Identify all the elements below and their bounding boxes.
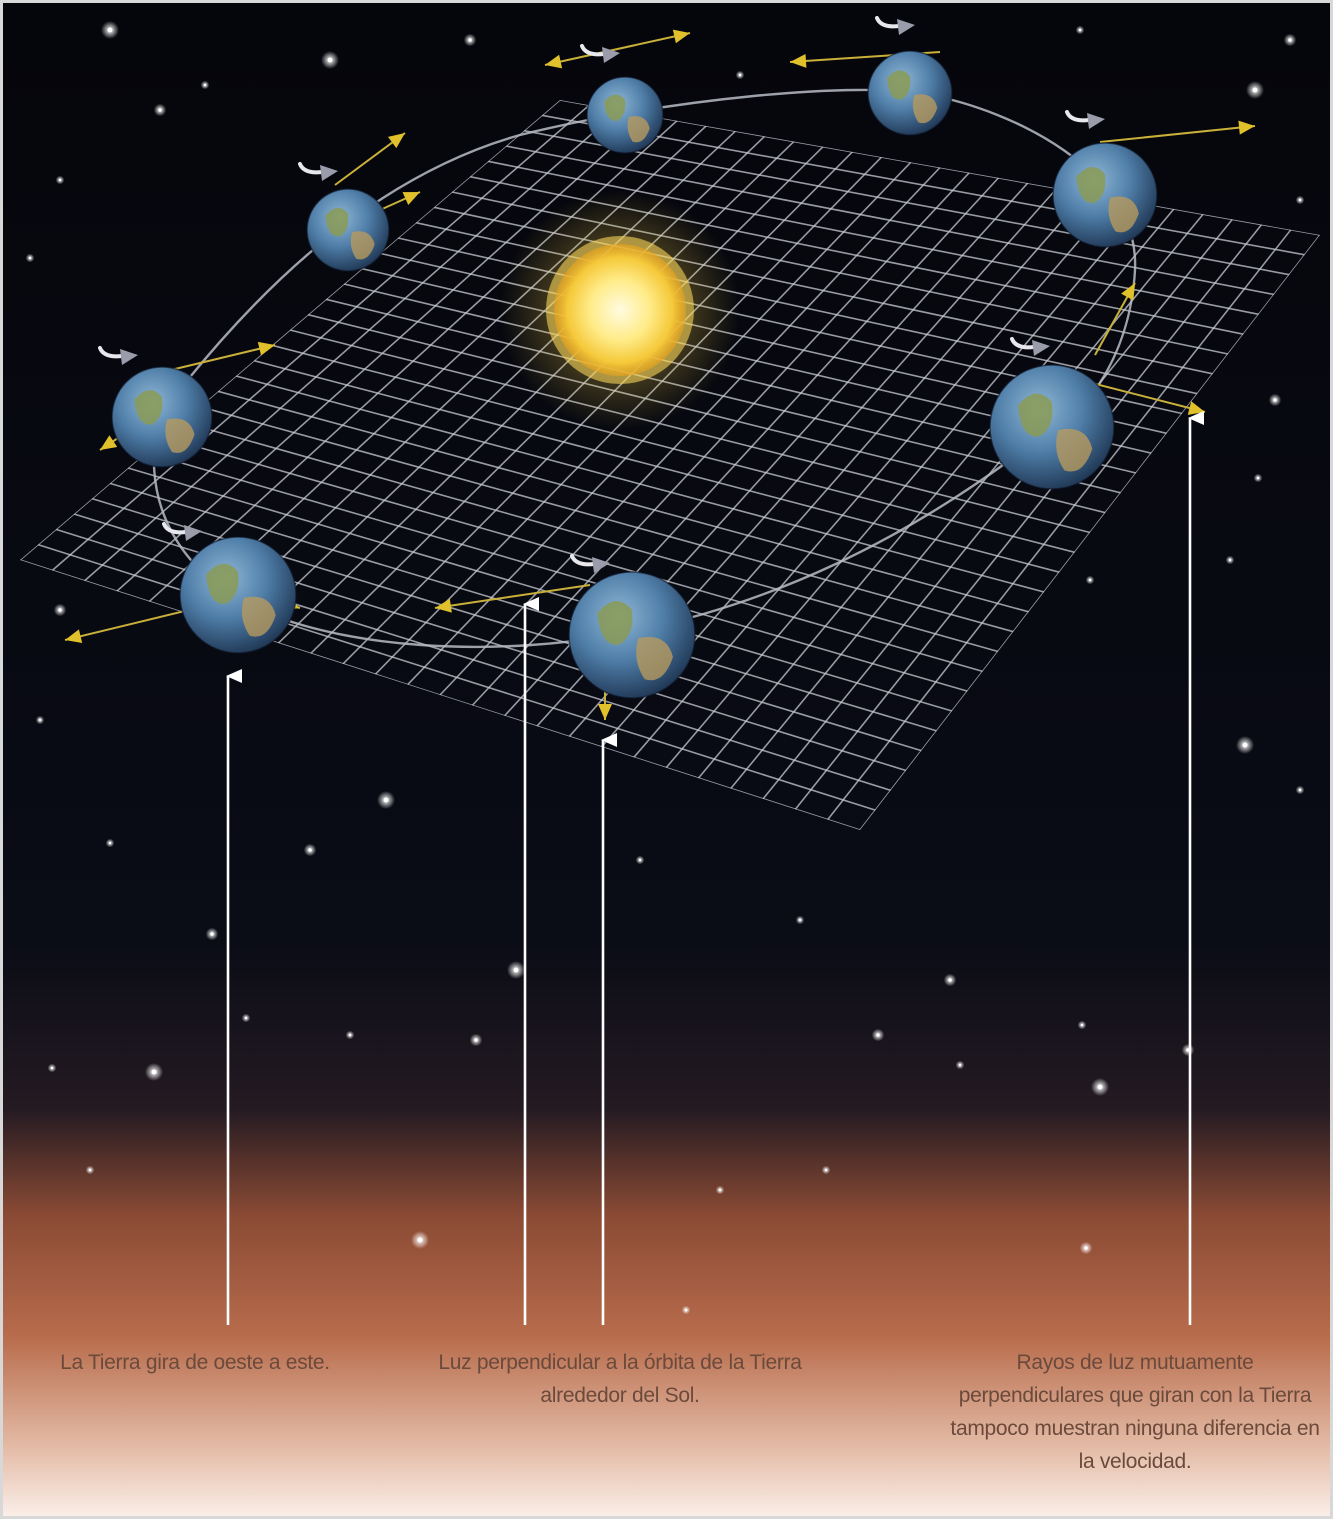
grid-line: [730, 213, 1204, 789]
grid-line: [84, 109, 619, 582]
rotation-arrows: [98, 16, 1105, 573]
grid-line: [20, 100, 561, 561]
rotation-arrow-icon: [298, 162, 338, 181]
star: [1288, 38, 1292, 42]
star: [1228, 558, 1232, 562]
star: [1256, 476, 1260, 480]
star: [158, 108, 162, 112]
star: [107, 27, 113, 33]
star: [958, 1063, 962, 1067]
rotation-arrow-icon: [98, 346, 138, 365]
star: [798, 918, 802, 922]
grid-line: [633, 198, 1116, 758]
star: [638, 858, 642, 862]
star: [348, 1033, 352, 1037]
earth-globe-icon: [111, 366, 213, 468]
rotation-arrow-icon: [875, 16, 915, 35]
rotation-arrow-icon: [580, 44, 620, 63]
grid-line: [762, 218, 1233, 800]
star: [1084, 1246, 1088, 1250]
grid-line: [697, 208, 1175, 779]
light-ray-arrow-icon: [544, 29, 691, 69]
star: [151, 1069, 157, 1075]
star: [513, 967, 519, 973]
earth-positions: [111, 50, 1158, 699]
earth-globe-icon: [568, 571, 696, 699]
star: [88, 1168, 92, 1172]
grid-line: [665, 203, 1146, 769]
star: [948, 978, 952, 982]
star: [28, 256, 32, 260]
star: [244, 1016, 248, 1020]
grid-line: [116, 114, 649, 592]
star: [468, 38, 472, 42]
star: [108, 841, 112, 845]
star: [876, 1033, 880, 1037]
rotation-arrow-icon: [1010, 337, 1050, 356]
light-ray-arrow-icon: [379, 191, 421, 211]
star: [718, 1188, 722, 1192]
grid-line: [471, 172, 970, 706]
star: [210, 932, 214, 936]
star: [1078, 28, 1082, 32]
star: [308, 848, 312, 852]
star: [1298, 198, 1302, 202]
star: [1097, 1084, 1103, 1090]
star: [50, 1066, 54, 1070]
earth-globe-icon: [1052, 142, 1158, 248]
light-ray-arrow-icon: [1094, 282, 1136, 356]
grid-line: [827, 229, 1292, 821]
star: [417, 1237, 423, 1243]
star: [383, 797, 389, 803]
caption-mutual-rays: Rayos de luz mutuamente perpendiculares …: [950, 1351, 1320, 1473]
earth-globe-icon: [989, 364, 1115, 490]
star: [327, 57, 333, 63]
grid-line: [51, 104, 590, 571]
star: [1088, 578, 1092, 582]
rotation-arrow-icon: [1065, 110, 1105, 129]
star: [824, 1168, 828, 1172]
rotation-arrow-icon: [162, 522, 202, 541]
pointer-arrows: [226, 411, 1204, 1325]
star: [1242, 742, 1248, 748]
star: [1273, 398, 1277, 402]
sun-icon: [546, 236, 694, 384]
star: [474, 1038, 478, 1042]
star: [1080, 1023, 1084, 1027]
star: [58, 178, 62, 182]
star: [684, 1308, 688, 1312]
earth-globe-icon: [306, 188, 390, 272]
light-ray-arrow-icon: [434, 584, 591, 613]
earth-globe-icon: [586, 76, 664, 154]
star: [1298, 788, 1302, 792]
caption-earth-rotation: La Tierra gira de oeste a este.: [60, 1351, 330, 1374]
grid-line: [407, 161, 912, 686]
earth-globe-icon: [179, 536, 297, 654]
grid-line: [794, 224, 1263, 810]
earth-globe-icon: [867, 50, 953, 136]
star: [1252, 87, 1258, 93]
star: [58, 608, 62, 612]
light-ray-arrow-icon: [334, 132, 406, 186]
star: [203, 83, 207, 87]
earth-orbit-path: [152, 88, 1137, 649]
star: [38, 718, 42, 722]
caption-perpendicular-light: Luz perpendicular a la órbita de la Tier…: [438, 1351, 802, 1407]
star: [738, 73, 742, 77]
light-ray-arrow-icon: [1099, 120, 1256, 143]
rotation-arrow-icon: [570, 554, 610, 573]
